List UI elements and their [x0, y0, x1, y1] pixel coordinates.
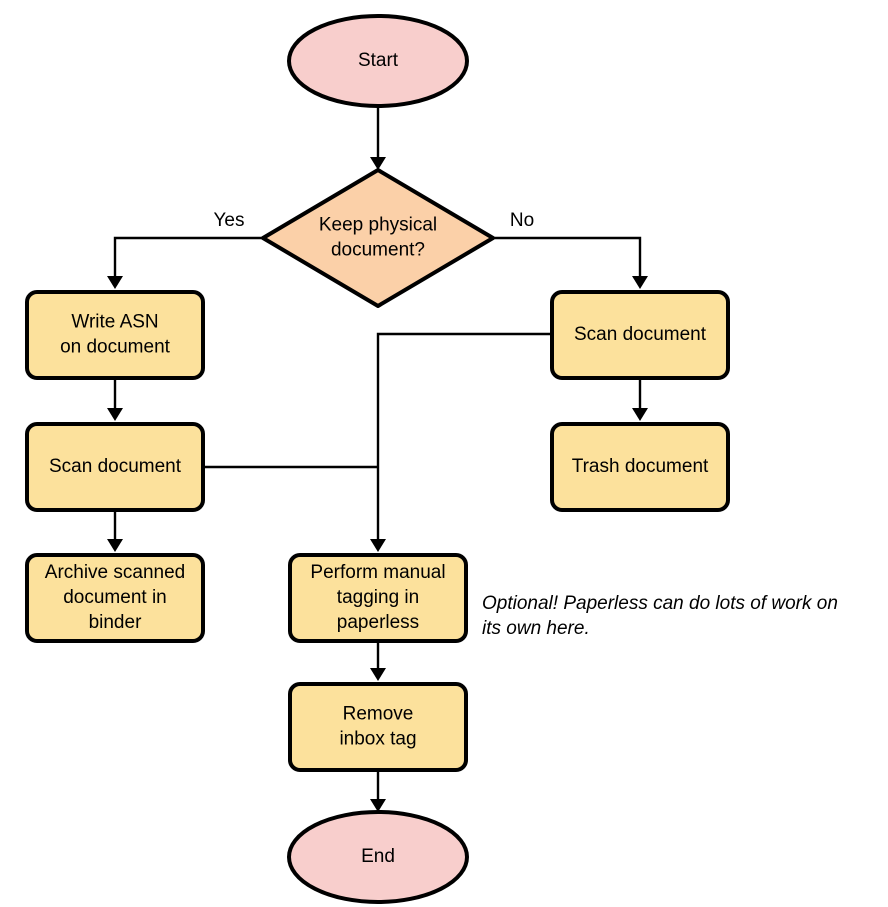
node-scan-document-left[interactable]: Scan document: [25, 422, 205, 512]
node-shape-rect: [550, 422, 730, 512]
annotation-optional-note: Optional! Paperless can do lots of work …: [482, 593, 838, 639]
edge-write-asn-to-scan-document-left: [107, 378, 123, 421]
edge-arrowhead: [107, 408, 123, 421]
edge-line: [376, 332, 552, 547]
edges-layer: Yes No: [107, 106, 648, 812]
edge-scan-document-right-to-trash: [632, 378, 648, 421]
node-shape-ellipse: [287, 14, 469, 108]
edge-decision-yes-to-write-asn: Yes: [107, 210, 263, 289]
node-shape-ellipse: [287, 810, 469, 904]
edge-tagging-to-remove-inbox-tag: [370, 641, 386, 681]
annotations-layer: Optional! Paperless can do lots of work …: [482, 593, 838, 639]
edge-arrowhead: [370, 539, 386, 552]
node-shape-rect: [550, 290, 730, 380]
edge-remove-inbox-tag-to-end: [370, 770, 386, 812]
node-start[interactable]: Start: [287, 14, 469, 108]
node-shape-rect: [288, 682, 468, 772]
edge-arrowhead: [107, 539, 123, 552]
edge-scan-document-left-to-archive: [107, 510, 123, 552]
node-label-trash-document: Trash document: [572, 456, 709, 477]
edge-arrowhead: [107, 276, 123, 289]
edge-arrowhead: [632, 276, 648, 289]
edge-label-decision-yes-to-write-asn: Yes: [214, 210, 245, 231]
edge-start-to-decision: [370, 106, 386, 170]
edge-arrowhead: [370, 668, 386, 681]
edge-line: [493, 236, 642, 284]
edge-arrowhead: [370, 799, 386, 812]
edge-label-decision-no-to-scan-document-right: No: [510, 210, 534, 231]
node-label-scan-document-left: Scan document: [49, 456, 182, 477]
node-label-start: Start: [358, 50, 399, 71]
node-trash-document[interactable]: Trash document: [550, 422, 730, 512]
node-shape-rect: [25, 553, 205, 643]
node-label-end: End: [361, 846, 395, 867]
node-label-scan-document-right: Scan document: [574, 324, 707, 345]
edge-scan-document-right-to-tagging: [370, 332, 552, 552]
node-scan-document-right[interactable]: Scan document: [550, 290, 730, 380]
node-shape-rect: [25, 422, 205, 512]
node-shape-rect: [288, 553, 468, 643]
node-end[interactable]: End: [287, 810, 469, 904]
edge-decision-no-to-scan-document-right: No: [493, 210, 648, 289]
node-shape-diamond: [261, 168, 495, 308]
edge-arrowhead: [632, 408, 648, 421]
edge-line: [113, 236, 263, 284]
node-shape-rect: [25, 290, 205, 380]
edge-arrowhead: [370, 157, 386, 170]
